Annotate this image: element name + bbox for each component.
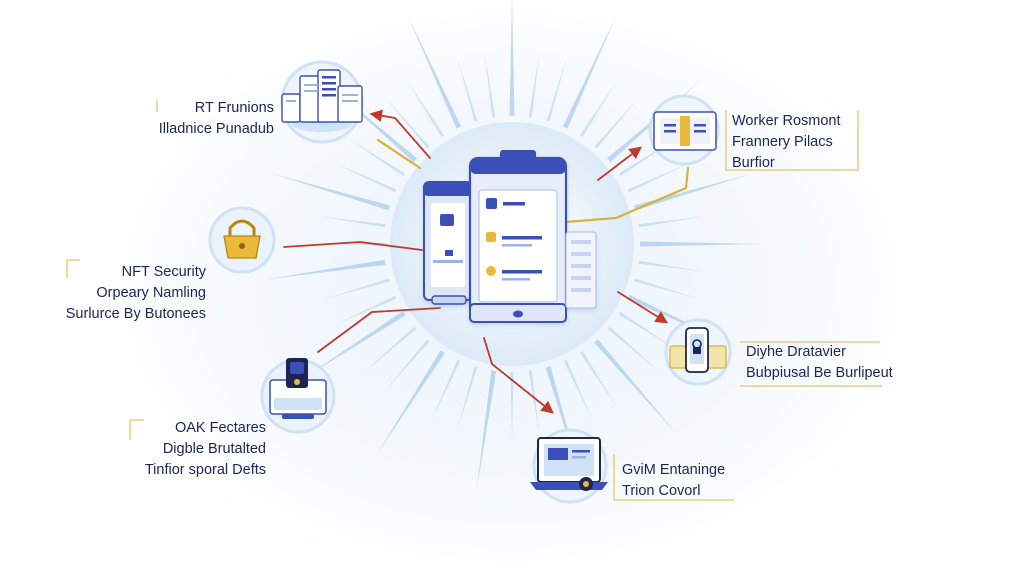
- node-oak-features: [260, 358, 336, 434]
- ray: [347, 138, 406, 177]
- label-line: Worker Rosmont: [732, 113, 841, 129]
- ray: [618, 311, 677, 350]
- label-rt-frunions: RT Frunions Illadnice Punadub: [110, 98, 274, 140]
- ray: [406, 79, 445, 138]
- label-oak-features: OAK Fectares Digble Brutalted Tinfior sp…: [100, 418, 266, 481]
- device-stack-icon: [269, 358, 327, 419]
- connectors: [283, 109, 690, 414]
- ray: [546, 56, 567, 122]
- label-line: Trion Covorl: [622, 483, 701, 499]
- label-line: Tinfior sporal Defts: [144, 462, 266, 478]
- arrow-oak-features: [317, 307, 441, 353]
- arrow-rt-frunions: [369, 109, 431, 159]
- laptop-icon: [530, 437, 608, 491]
- arrow-nft-security: [283, 241, 423, 251]
- tablet-document-icon: [653, 111, 717, 151]
- node-rt-frunions: [280, 60, 364, 144]
- label-line: GviM Entaninge: [622, 462, 726, 478]
- arrow-diyhe-dratavier: [617, 291, 669, 324]
- label-line: Frannery Pilacs: [732, 134, 833, 150]
- label-line: RT Frunions: [194, 100, 274, 116]
- ray: [593, 339, 676, 433]
- ray: [528, 370, 540, 438]
- ray: [430, 359, 461, 422]
- ray: [510, 372, 514, 439]
- label-line: Orpeary Namling: [96, 285, 206, 301]
- label-line: Diyhe Dratavier: [746, 344, 846, 360]
- ray: [607, 326, 660, 372]
- label-line: NFT Security: [121, 264, 206, 280]
- documents-icon: [281, 69, 363, 123]
- node-nft-security: [208, 206, 276, 274]
- ray: [638, 216, 706, 228]
- node-worker-rosmont: [648, 94, 720, 166]
- label-line: Bubpiusal Be Burlipeut: [746, 365, 893, 381]
- mobile-lock-icon: [669, 327, 727, 373]
- node-gvim-entaninge: [530, 428, 608, 504]
- ray: [634, 173, 752, 211]
- server-tablet-icon: [423, 150, 597, 323]
- ray: [364, 326, 417, 372]
- node-diyhe-dratavier: [664, 318, 732, 386]
- label-nft-security: NFT Security Orpeary Namling Surlurce By…: [40, 262, 206, 325]
- ray: [334, 162, 397, 193]
- ray: [334, 295, 397, 326]
- ray: [634, 278, 700, 299]
- ray: [579, 350, 618, 409]
- label-line: OAK Fectares: [174, 420, 266, 436]
- ray: [638, 260, 706, 272]
- ray: [457, 366, 478, 432]
- ray: [594, 96, 640, 149]
- ray: [264, 259, 386, 280]
- connector-gold-rt: [376, 138, 422, 170]
- ray: [509, 0, 515, 116]
- ray: [640, 241, 762, 247]
- label-line: Digble Brutalted: [162, 441, 266, 457]
- ray: [476, 370, 497, 492]
- ray: [301, 311, 406, 380]
- label-line: Illadnice Punadub: [158, 121, 274, 137]
- padlock-icon: [223, 219, 261, 259]
- ray: [562, 16, 616, 129]
- ray: [408, 16, 462, 129]
- arrow-gvim-entaninge: [483, 337, 554, 414]
- ray: [272, 173, 390, 211]
- connector-gold-worker: [564, 166, 690, 224]
- ray: [384, 339, 430, 392]
- label-brackets: [66, 100, 882, 501]
- label-gvim-entaninge: GviM Entaninge Trion Covorl: [622, 460, 752, 502]
- ray: [484, 50, 496, 118]
- label-diyhe-dratavier: Diyhe Dratavier Bubpiusal Be Burlipeut: [746, 342, 916, 384]
- ray: [384, 96, 430, 149]
- ray: [563, 359, 594, 422]
- ray: [324, 278, 390, 299]
- ray: [579, 79, 618, 138]
- label-line: Burfior: [732, 155, 775, 171]
- ray: [457, 56, 478, 122]
- arrow-worker-rosmont: [597, 146, 643, 181]
- label-worker-rosmont: Worker Rosmont Frannery Pilacs Burfior: [732, 111, 862, 174]
- ray: [318, 216, 386, 228]
- ray: [528, 50, 540, 118]
- ray: [627, 162, 690, 193]
- ray: [376, 350, 445, 455]
- label-line: Surlurce By Butonees: [65, 306, 206, 322]
